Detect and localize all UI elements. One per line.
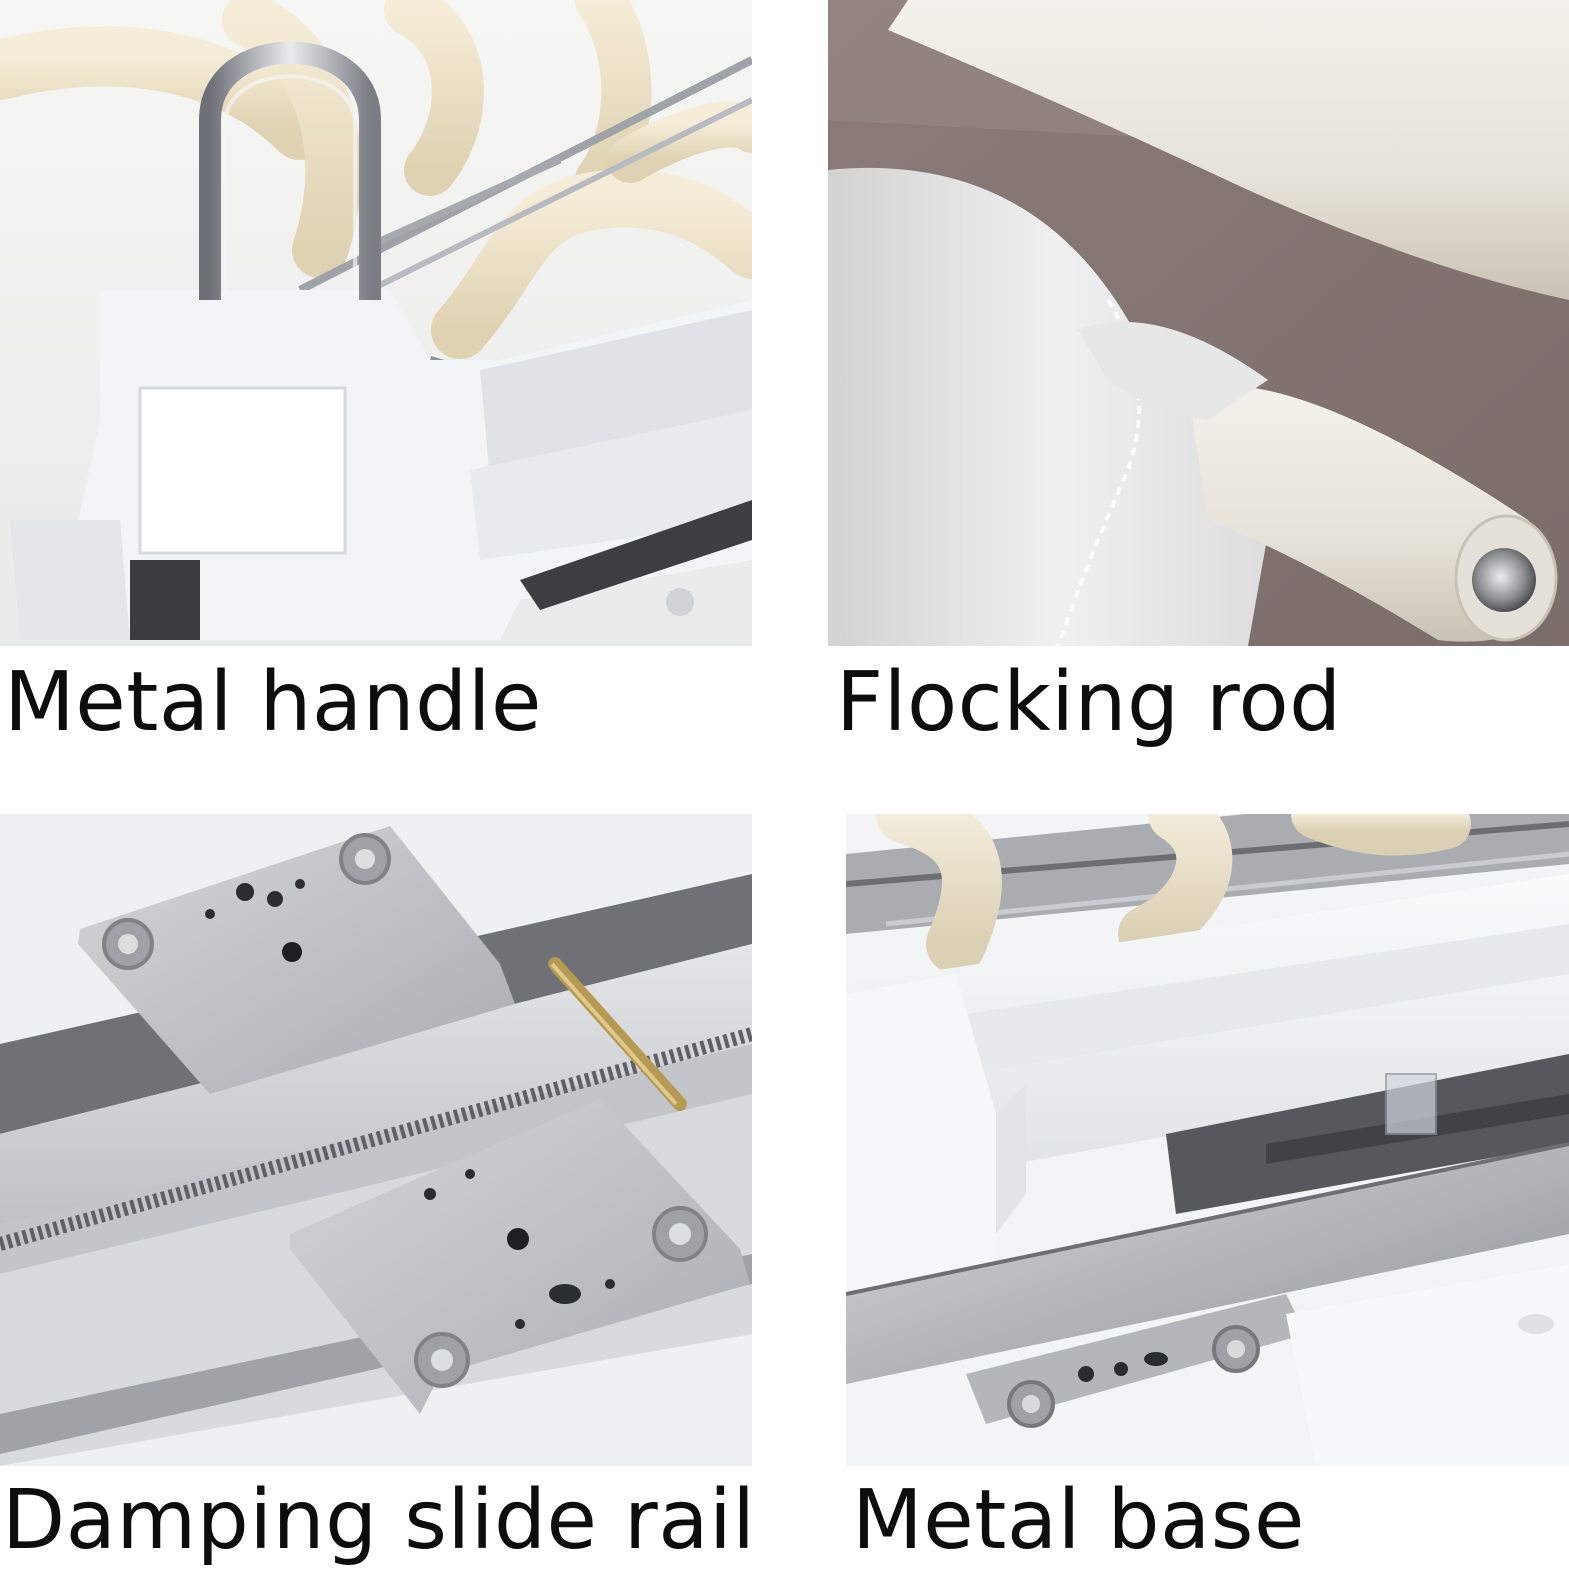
caption-metal-handle: Metal handle (4, 655, 542, 750)
photo-flocking-rod (828, 0, 1569, 646)
photo-metal-base (846, 814, 1569, 1466)
caption-metal-base: Metal base (852, 1473, 1305, 1568)
caption-flocking-rod: Flocking rod (836, 655, 1342, 750)
photo-metal-handle (0, 0, 752, 646)
photo-damping-slide-rail (0, 814, 752, 1466)
caption-damping-slide-rail: Damping slide rail (2, 1473, 756, 1568)
